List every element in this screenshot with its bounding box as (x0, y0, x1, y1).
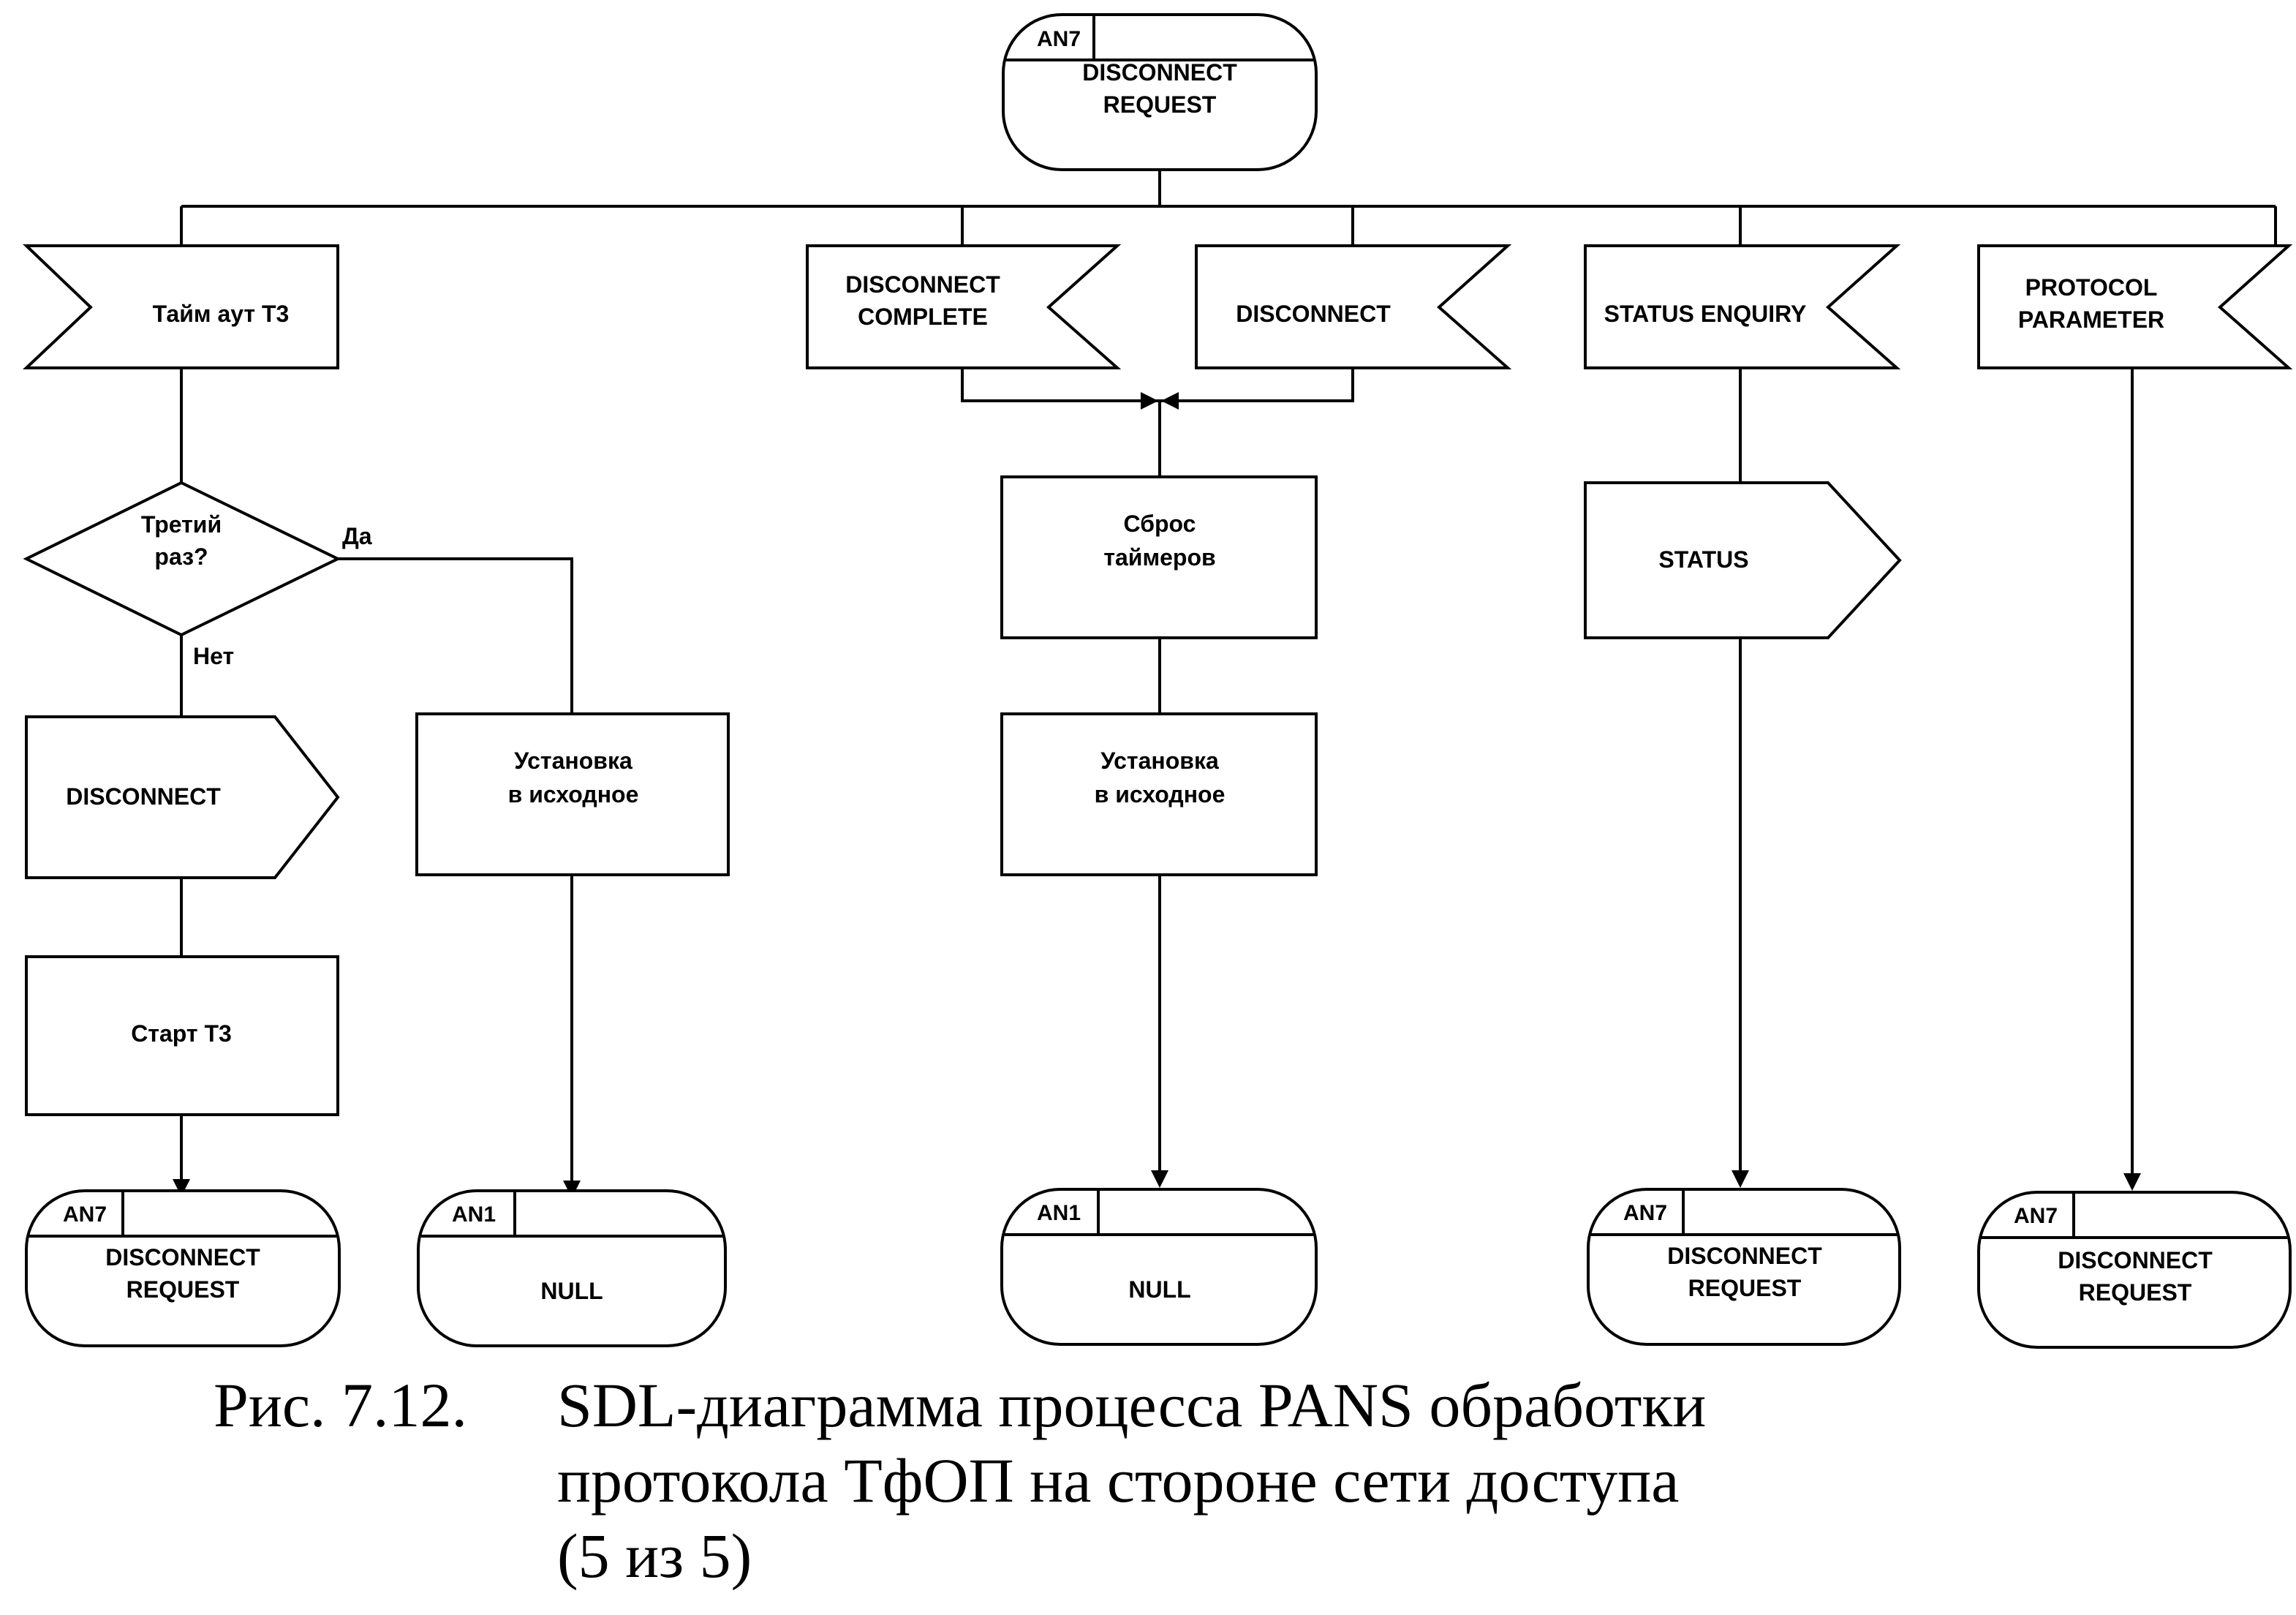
end-state-3-tag: AN1 (1037, 1201, 1081, 1225)
input-protocol-parameter (1977, 244, 2293, 369)
task-reset-timers (1000, 475, 1318, 639)
connector (338, 557, 573, 1183)
end-state-4 (1587, 1188, 1901, 1346)
end-state-1 (25, 1189, 341, 1347)
end-state-2 (417, 1189, 727, 1347)
end-state-3 (1000, 1188, 1318, 1346)
start-state-disconnect-request (1002, 13, 1318, 171)
input-timeout-t3 (22, 244, 339, 369)
edge-label-no: Нет (193, 643, 234, 669)
input-disconnect-label: DISCONNECT (1236, 301, 1391, 327)
connector (180, 170, 2277, 246)
decision-third-time (23, 481, 341, 637)
input-disconnect (1195, 244, 1512, 369)
arrowhead (173, 1179, 190, 1197)
figure-caption: Рис. 7.12. SDL-диаграмма процесса PANS о… (214, 1368, 1706, 1595)
output-disconnect (25, 715, 340, 879)
end-state-5 (1977, 1191, 2292, 1349)
end-state-2-tag: AN1 (452, 1202, 496, 1227)
edge-label-yes: Да (342, 523, 372, 549)
end-state-1-tag: AN7 (63, 1202, 107, 1227)
merge-arrowhead-right (1161, 392, 1179, 410)
task-reset-1 (415, 712, 730, 876)
input-status-enquiry (1584, 244, 1901, 369)
task-start-t3 (25, 955, 339, 1116)
figure-number: Рис. 7.12. (214, 1370, 468, 1440)
arrowhead (2123, 1173, 2141, 1191)
output-disconnect-label: DISCONNECT (66, 783, 221, 810)
arrowhead (1732, 1170, 1749, 1188)
end-state-2-label: NULL (540, 1278, 603, 1304)
start-state-tag: AN7 (1037, 27, 1081, 51)
merge-arrowhead-left (1141, 392, 1158, 410)
output-status-label: STATUS (1658, 546, 1748, 573)
output-status (1584, 481, 1902, 639)
input-status-enquiry-label: STATUS ENQUIRY (1604, 301, 1807, 327)
input-disconnect-complete (806, 244, 1122, 369)
input-timeout-t3-label: Тайм аут Т3 (153, 301, 290, 327)
task-start-t3-label: Старт Т3 (131, 1020, 232, 1047)
task-reset-2 (1000, 712, 1318, 876)
end-state-5-tag: AN7 (2014, 1204, 2058, 1228)
arrowhead (1151, 1170, 1168, 1188)
end-state-3-label: NULL (1128, 1276, 1190, 1303)
figure-caption-text: SDL-диаграмма процесса PANS обработки пр… (557, 1370, 1707, 1592)
end-state-4-tag: AN7 (1623, 1201, 1667, 1225)
